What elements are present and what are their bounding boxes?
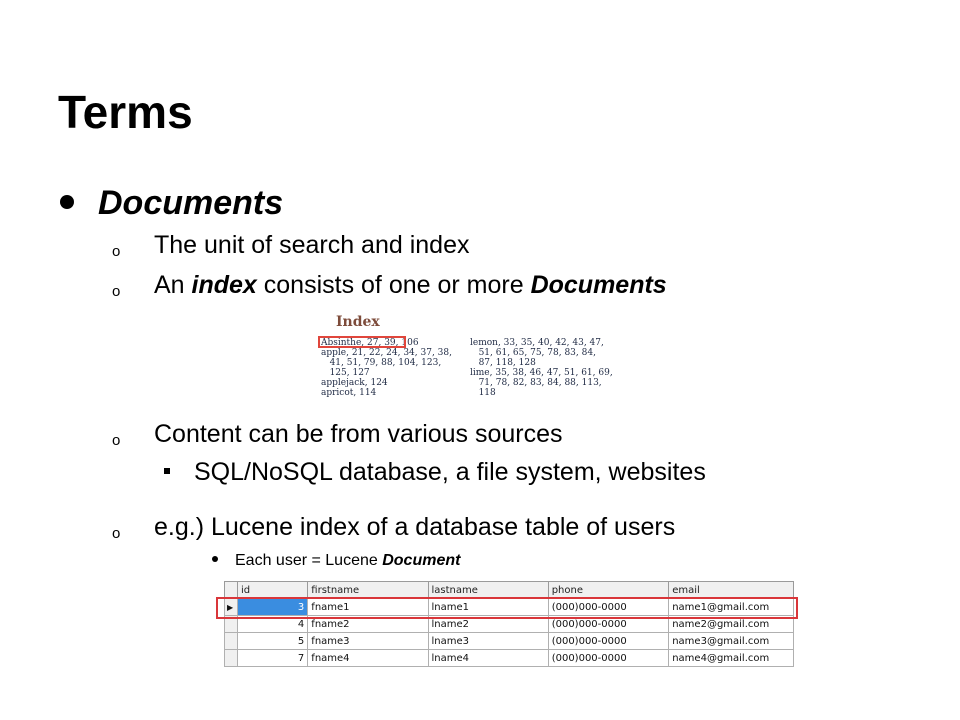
cell-lastname: lname3 [427, 632, 549, 650]
sub-sub-bullet-each-user: Each user = Lucene Document [212, 551, 460, 571]
table-row: ▶ 3 fname1 lname1 (000)000-0000 name1@gm… [224, 598, 794, 616]
square-bullet-icon [164, 468, 170, 475]
index-word: index [191, 271, 257, 299]
circle-marker-icon: o [112, 283, 121, 300]
index-image-left-column: Absinthe, 27, 39, 106 apple, 21, 22, 24,… [321, 338, 452, 398]
table-header-row: id firstname lastname phone email [224, 581, 794, 599]
documents-word: Documents [530, 271, 667, 299]
row-indicator-cell [224, 649, 238, 667]
table-row: 5 fname3 lname3 (000)000-0000 name3@gmai… [224, 632, 794, 650]
circle-marker-icon: o [112, 243, 121, 260]
cell-email: name4@gmail.com [668, 649, 794, 667]
column-header-phone: phone [547, 581, 670, 599]
sub-bullet-content: o Content can be from various sources [112, 418, 563, 454]
column-header-firstname: firstname [307, 581, 429, 599]
users-table: id firstname lastname phone email ▶ 3 fn… [224, 581, 794, 667]
row-indicator-cell [224, 632, 238, 650]
sub-bullet-unit-text: The unit of search and index [154, 231, 470, 259]
cell-firstname: fname3 [307, 632, 429, 650]
index-mid-text: consists of one or more [256, 271, 531, 299]
row-indicator-header [224, 581, 238, 599]
slide-title: Terms [58, 86, 193, 138]
table-row: 4 fname2 lname2 (000)000-0000 name2@gmai… [224, 615, 794, 633]
document-word: Document [382, 552, 461, 569]
cell-phone: (000)000-0000 [547, 649, 670, 667]
bullet-documents-text: Documents [98, 184, 284, 222]
column-header-lastname: lastname [427, 581, 549, 599]
cell-phone: (000)000-0000 [547, 632, 670, 650]
column-header-email: email [668, 581, 794, 599]
cell-id: 7 [236, 649, 309, 667]
sub-bullet-unit: o The unit of search and index [112, 229, 469, 265]
index-image: Index Absinthe, 27, 39, 106 apple, 21, 2… [318, 312, 613, 404]
bullet-documents: Documents [60, 180, 283, 226]
cell-firstname: fname4 [307, 649, 429, 667]
sources-text: SQL/NoSQL database, a file system, websi… [194, 458, 706, 486]
sub-bullet-example: o e.g.) Lucene index of a database table … [112, 511, 675, 547]
sub-bullet-index: o An index consists of one or more Docume… [112, 269, 667, 305]
circle-marker-icon: o [112, 432, 121, 449]
index-image-heading: Index [336, 314, 380, 330]
each-user-text: Each user = Lucene [235, 552, 383, 569]
cell-lastname: lname4 [427, 649, 549, 667]
index-highlight-box [318, 336, 406, 348]
cell-id: 5 [236, 632, 309, 650]
index-image-right-column: lemon, 33, 35, 40, 42, 43, 47, 51, 61, 6… [470, 338, 613, 398]
cell-email: name3@gmail.com [668, 632, 794, 650]
sub-sub-bullet-sources: SQL/NoSQL database, a file system, websi… [164, 456, 706, 488]
sub-bullet-example-text: e.g.) Lucene index of a database table o… [154, 513, 676, 541]
small-dot-icon [212, 555, 218, 562]
index-pre-text: An [154, 271, 192, 299]
circle-marker-icon: o [112, 525, 121, 542]
row-highlight-box [216, 597, 798, 619]
users-table-image: id firstname lastname phone email ▶ 3 fn… [216, 581, 798, 677]
column-header-id: id [236, 581, 309, 599]
table-row: 7 fname4 lname4 (000)000-0000 name4@gmai… [224, 649, 794, 667]
cell-id: 3 [236, 598, 309, 616]
bullet-dot-icon [60, 195, 74, 210]
sub-bullet-content-text: Content can be from various sources [154, 420, 563, 448]
